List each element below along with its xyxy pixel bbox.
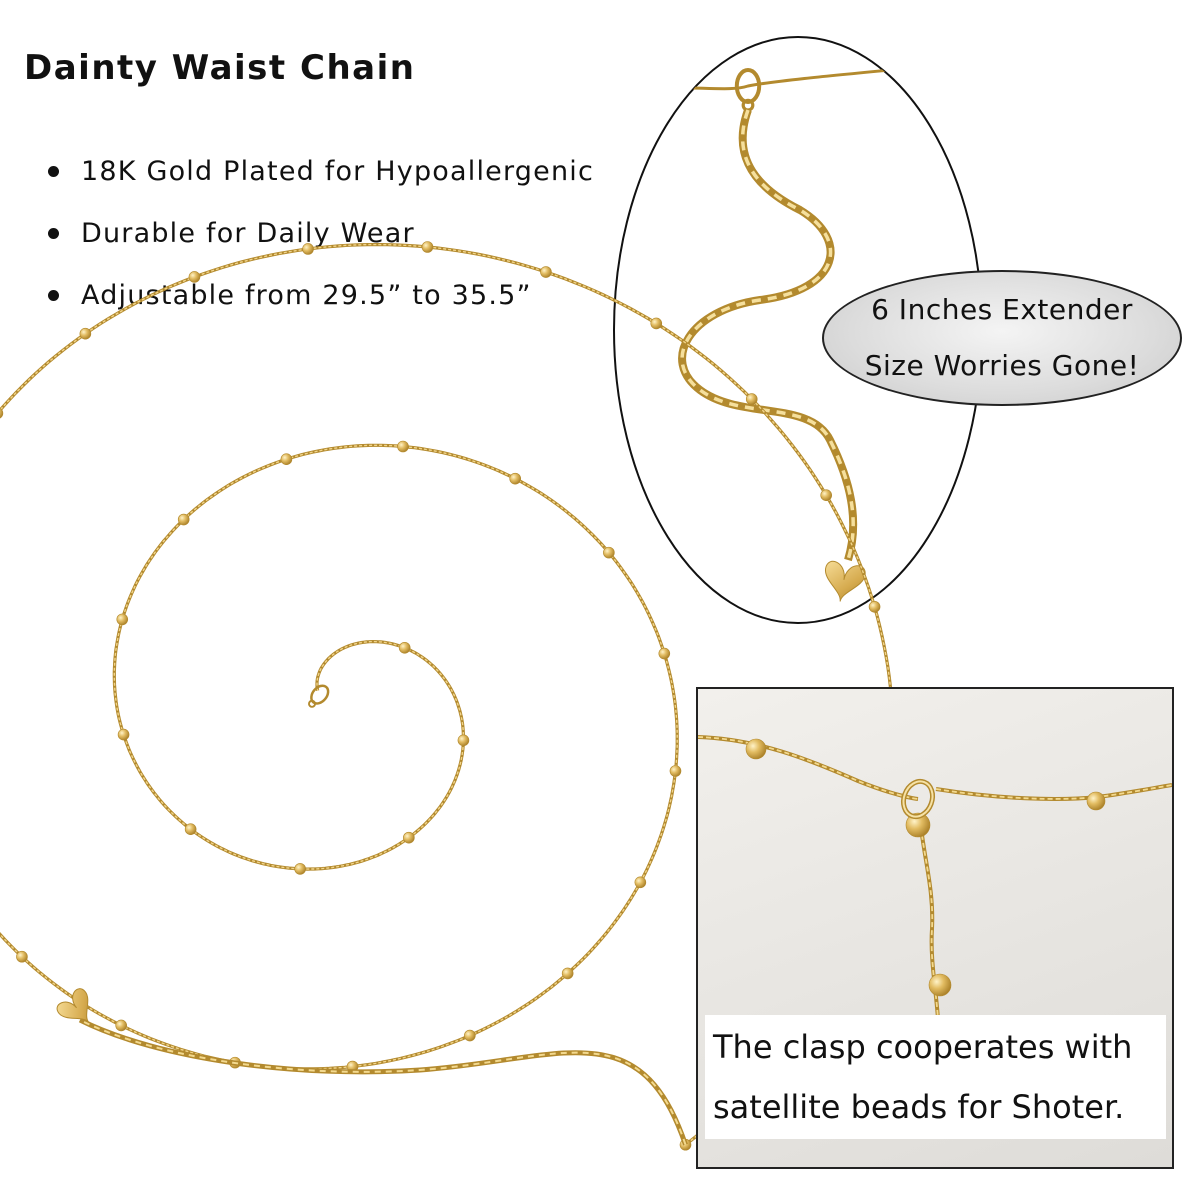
- chain-bead: [820, 489, 832, 502]
- chain-bead: [1086, 791, 1106, 811]
- detail-lobster-clasp: [900, 778, 936, 820]
- lobster-clasp: [308, 684, 330, 708]
- extender-links: [79, 1019, 687, 1146]
- detail-chain-left: [698, 735, 919, 801]
- chain-bead: [540, 266, 552, 278]
- chain-bead: [603, 546, 615, 559]
- chain-links: [0, 243, 895, 1146]
- badge-line-1: 6 Inches Extender: [871, 293, 1133, 326]
- chain-bead: [669, 765, 682, 777]
- chain-bead: [398, 641, 411, 654]
- chain-bead: [905, 812, 931, 838]
- feature-text: 18K Gold Plated for Hypoallergenic: [81, 155, 594, 187]
- chain-bead: [457, 734, 470, 747]
- feature-item: Adjustable from 29.5” to 35.5”: [48, 264, 594, 326]
- chain-bead: [650, 317, 663, 330]
- extender-badge: 6 Inches Extender Size Worries Gone!: [822, 270, 1182, 406]
- detail-clasp-shine: [902, 780, 934, 818]
- heart-charm: [56, 988, 90, 1023]
- chain-bead: [509, 472, 522, 485]
- chain-bead: [561, 967, 574, 980]
- chain-bead: [0, 408, 4, 419]
- chain-bead: [79, 327, 92, 340]
- feature-item: 18K Gold Plated for Hypoallergenic: [48, 140, 594, 202]
- bullet-icon: [48, 165, 59, 177]
- chain-bead: [16, 950, 28, 963]
- caption-line-2: satellite beads for Shoter.: [713, 1088, 1125, 1126]
- chain-bead: [184, 823, 197, 835]
- chain-bead: [188, 271, 201, 283]
- chain-bead: [115, 1019, 127, 1032]
- chain-bead: [658, 647, 671, 660]
- bullet-icon: [48, 227, 59, 239]
- detail-chain-left-links: [698, 736, 919, 800]
- chain-bead: [294, 863, 306, 875]
- chain-bead: [177, 513, 190, 526]
- chain-extender: [56, 988, 688, 1146]
- chain-bead: [421, 241, 434, 253]
- extender-strand: [78, 1017, 688, 1146]
- spiral-chain: [0, 241, 899, 1151]
- chain-bead: [745, 738, 767, 760]
- badge-line-2: Size Worries Gone!: [864, 349, 1140, 382]
- chain-bead: [868, 600, 881, 613]
- chain-bead: [397, 440, 409, 453]
- chain-bead: [117, 728, 130, 741]
- closeup-extender-links: [680, 109, 855, 561]
- clasp-body: [310, 684, 330, 705]
- feature-text: Adjustable from 29.5” to 35.5”: [81, 279, 532, 311]
- chain-bead: [116, 613, 129, 626]
- product-title: Dainty Waist Chain: [24, 48, 416, 88]
- chain-bead: [302, 243, 314, 255]
- chain-bead: [280, 453, 293, 465]
- chain-bead: [464, 1029, 476, 1042]
- clasp-closeup: [698, 735, 1172, 1020]
- chain-bead: [403, 831, 415, 844]
- clasp-caption: The clasp cooperates with satellite bead…: [705, 1015, 1166, 1139]
- clasp-ring: [308, 699, 317, 708]
- bullet-icon: [48, 289, 59, 301]
- feature-list: 18K Gold Plated for Hypoallergenic Durab…: [48, 140, 594, 326]
- caption-line-1: The clasp cooperates with: [713, 1028, 1133, 1066]
- chain-bead: [745, 393, 758, 405]
- chain-bead: [634, 876, 647, 889]
- chain-bead: [928, 973, 952, 997]
